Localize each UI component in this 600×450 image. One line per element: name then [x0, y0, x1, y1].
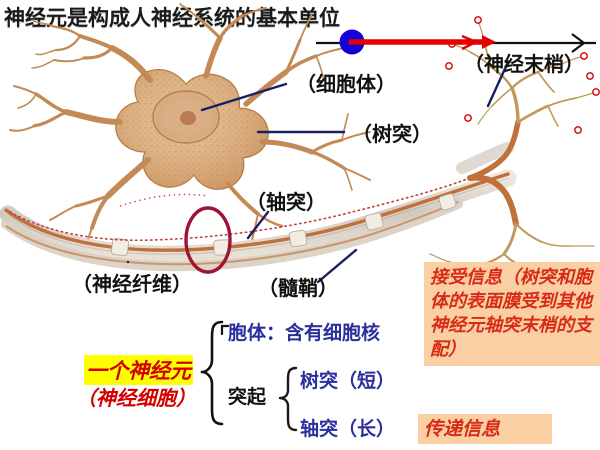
note-receive-information: 接受信息（树突和胞体的表面膜受到其他神经元轴突末梢的支配）: [424, 262, 600, 366]
axon-highlight-ellipse: [184, 206, 232, 274]
summary-processes-label: 突起: [228, 386, 267, 408]
summary-process-dendrite: 树突（短）: [300, 370, 396, 392]
label-nerve-fiber: （神经纤维）: [72, 272, 192, 296]
label-axon: （轴突）: [246, 190, 326, 214]
dendrite-art: [9, 3, 371, 257]
label-cell-body: （细胞体）: [296, 72, 396, 96]
summary-neuron-label: 一个神经元: [84, 355, 193, 385]
label-nerve-ending: （神经末梢）: [464, 52, 584, 76]
label-myelin: （髓鞘）: [258, 276, 338, 300]
cell-body-art: [115, 69, 269, 190]
note-transmit-information: 传递信息: [418, 414, 552, 444]
summary-soma-line: 胞体：含有细胞核: [228, 322, 381, 344]
page-title: 神经元是构成人神经系统的基本单位: [4, 6, 340, 30]
label-dendrite: （树突）: [352, 122, 432, 146]
summary-process-axon: 轴突（长）: [300, 418, 396, 440]
summary-neuron-sublabel: （神经细胞）: [76, 386, 196, 410]
